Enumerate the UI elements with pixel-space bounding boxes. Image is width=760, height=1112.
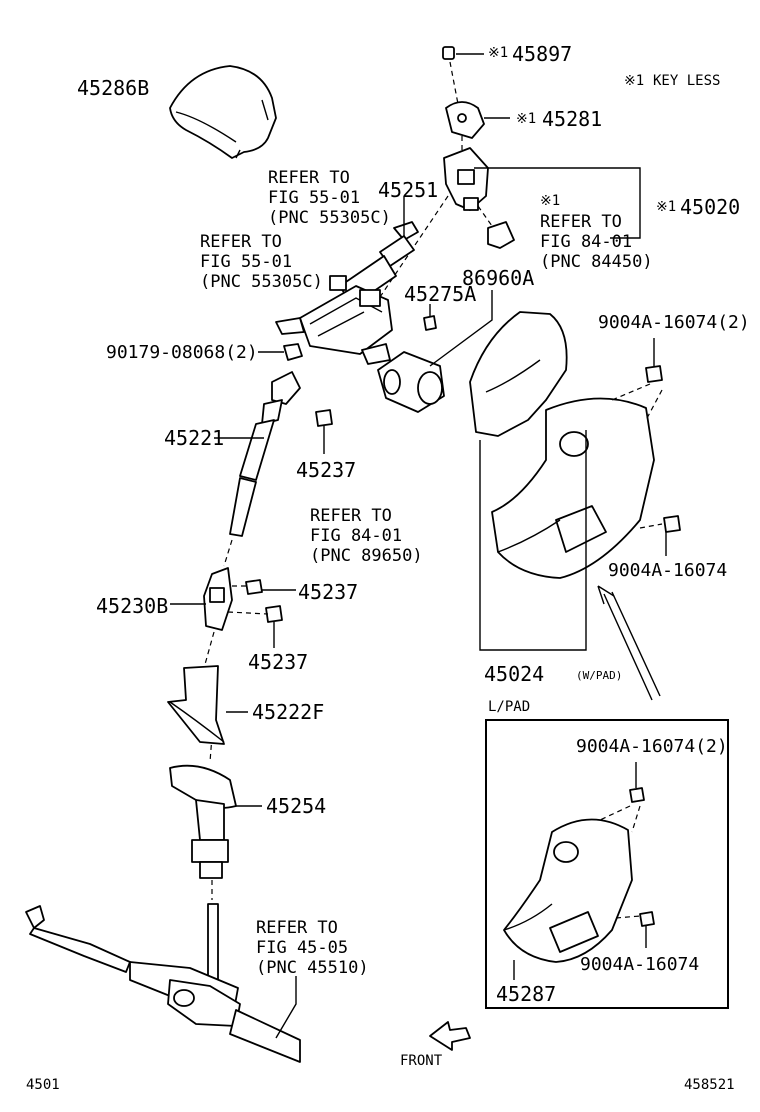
footer-left-code: 4501 bbox=[26, 1077, 60, 1093]
label-45237-lower: 45237 bbox=[248, 650, 309, 674]
label-45251: 45251 bbox=[378, 178, 439, 202]
label-45281: 45281 bbox=[542, 107, 603, 131]
mark-45897: ※1 bbox=[488, 45, 509, 61]
ref-45510-line2: FIG 45-05 bbox=[256, 938, 349, 958]
label-9004A-16074-2-box: 9004A-16074(2) bbox=[576, 736, 728, 757]
label-45237-upper: 45237 bbox=[296, 458, 357, 482]
screw-9004A-right-shape bbox=[639, 515, 681, 556]
motor-86960A-shape bbox=[377, 290, 493, 413]
ref-45510-line3: (PNC 45510) bbox=[256, 958, 369, 978]
label-90179-08068: 90179-08068(2) bbox=[106, 342, 258, 363]
lock-assembly-45020-shape bbox=[443, 147, 641, 249]
lpad-box bbox=[485, 719, 729, 1009]
label-45020: 45020 bbox=[680, 195, 741, 219]
ref-89650-line3: (PNC 89650) bbox=[310, 546, 423, 566]
bracket-45281-shape bbox=[445, 101, 510, 139]
label-45286B: 45286B bbox=[77, 76, 150, 100]
label-9004A-16074-2-top: 9004A-16074(2) bbox=[598, 312, 750, 333]
steering-gear-shape bbox=[25, 903, 301, 1063]
ref-84450-line3: (PNC 84450) bbox=[540, 252, 653, 272]
bolt-45275A-shape bbox=[423, 304, 437, 331]
front-arrow bbox=[429, 1021, 471, 1051]
label-45275A: 45275A bbox=[404, 282, 477, 306]
lower-cover-45024-shape bbox=[469, 311, 655, 651]
label-45221: 45221 bbox=[164, 426, 225, 450]
ref-89650-line2: FIG 84-01 bbox=[310, 526, 403, 546]
legend-mark: ※1 bbox=[624, 73, 645, 89]
column-45251-shape bbox=[275, 196, 419, 365]
footer-right-code: 458521 bbox=[684, 1077, 735, 1093]
ref-55305C-upper-line3: (PNC 55305C) bbox=[268, 208, 391, 228]
label-45237-middle: 45237 bbox=[298, 580, 359, 604]
ref-55305C-lower-line2: FIG 55-01 bbox=[200, 252, 293, 272]
joint-45230B-shape bbox=[170, 567, 233, 631]
lower-cover-45287-shape bbox=[503, 762, 655, 980]
mark-45281: ※1 bbox=[516, 111, 537, 127]
label-9004A-16074-right: 9004A-16074 bbox=[608, 560, 728, 581]
mark-45020: ※1 bbox=[656, 199, 677, 215]
label-86960A: 86960A bbox=[462, 266, 535, 290]
intermediate-shaft-45221-shape bbox=[214, 371, 301, 537]
upper-column-cover-shape bbox=[169, 65, 277, 159]
screw-45897-shape bbox=[442, 46, 484, 60]
ref-55305C-lower-line1: REFER TO bbox=[200, 232, 282, 252]
label-45024: 45024 bbox=[484, 662, 545, 686]
arrow-to-lpad bbox=[597, 585, 661, 701]
label-45254: 45254 bbox=[266, 794, 327, 818]
ref-89650-line1: REFER TO bbox=[310, 506, 392, 526]
bolt-45237-upper-shape bbox=[315, 409, 333, 454]
mark-refer: ※1 bbox=[540, 193, 561, 209]
legend-text: KEY LESS bbox=[653, 73, 721, 89]
boot-45222F-shape bbox=[167, 665, 248, 745]
nut-90179-shape bbox=[258, 343, 303, 361]
label-9004A-16074-box: 9004A-16074 bbox=[580, 954, 700, 975]
label-45287: 45287 bbox=[496, 982, 557, 1006]
ref-55305C-upper-line2: FIG 55-01 bbox=[268, 188, 361, 208]
ref-45510-line1: REFER TO bbox=[256, 918, 338, 938]
label-45230B: 45230B bbox=[96, 594, 169, 618]
lower-shaft-45254-shape bbox=[169, 764, 262, 879]
label-45024-note: (W/PAD) bbox=[576, 669, 623, 682]
ref-84450-line1: REFER TO bbox=[540, 212, 622, 232]
screw-9004A-top-shape bbox=[611, 338, 663, 421]
label-lpad: L/PAD bbox=[488, 699, 531, 715]
ref-84450-line2: FIG 84-01 bbox=[540, 232, 633, 252]
label-45897: 45897 bbox=[512, 42, 573, 66]
ref-55305C-lower-line3: (PNC 55305C) bbox=[200, 272, 323, 292]
ref-55305C-upper-line1: REFER TO bbox=[268, 168, 350, 188]
front-label: FRONT bbox=[400, 1053, 443, 1069]
label-45222F: 45222F bbox=[252, 700, 325, 724]
bolt-45237-middle-shape bbox=[245, 579, 296, 648]
